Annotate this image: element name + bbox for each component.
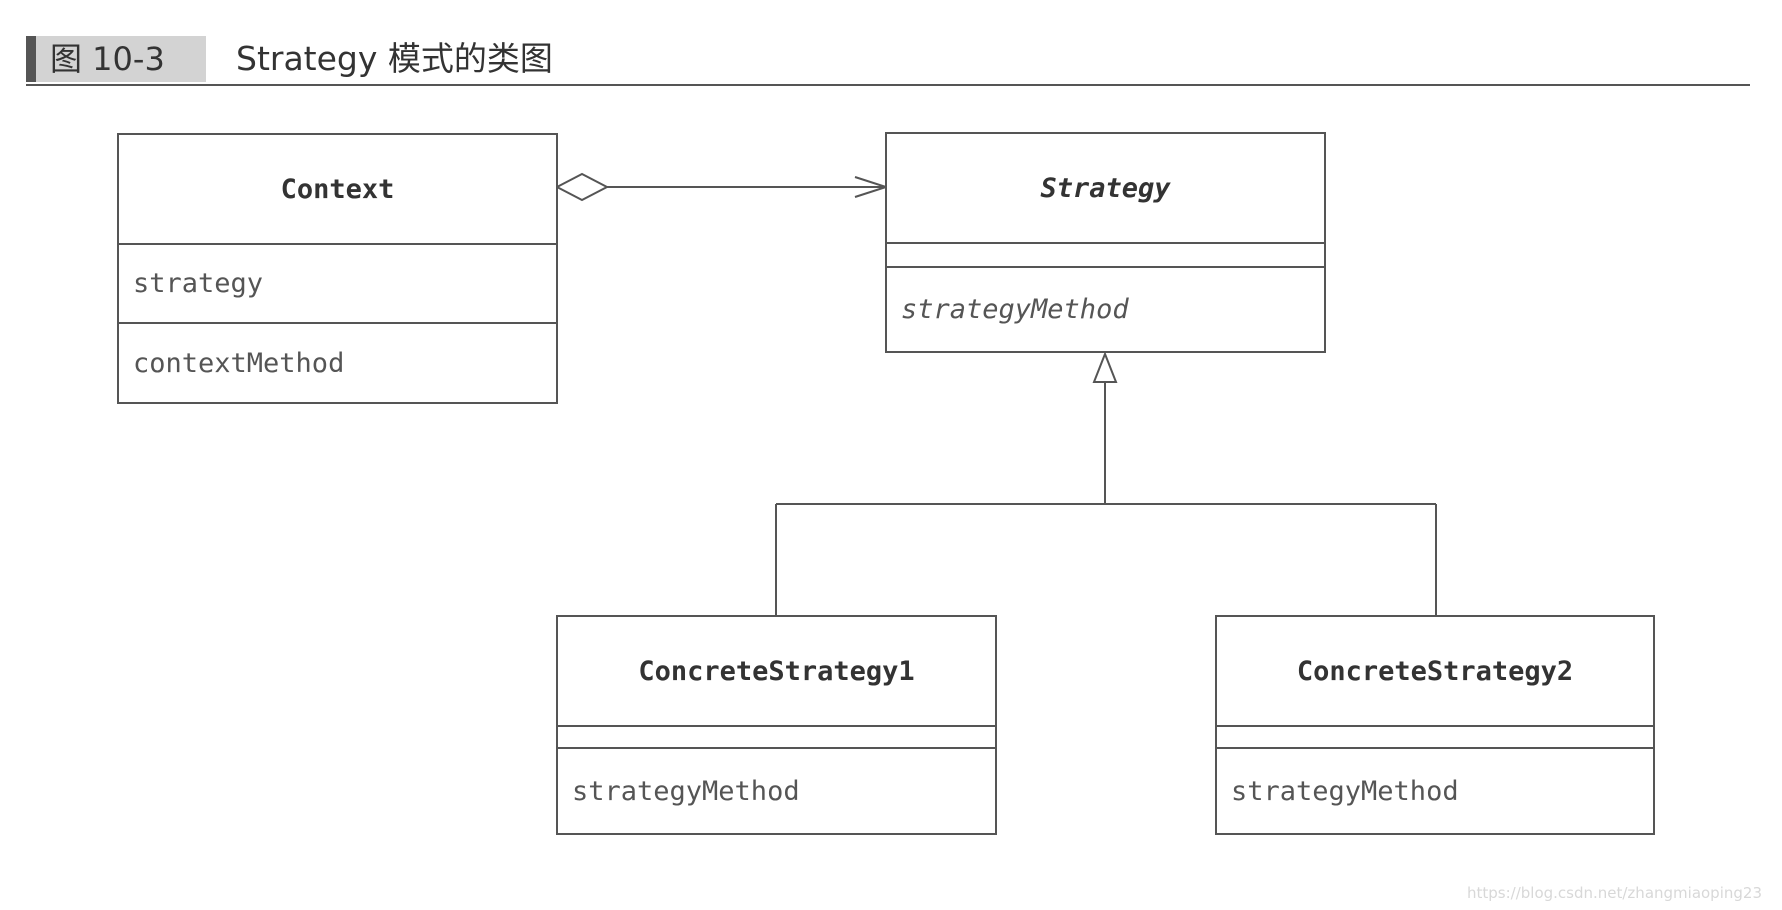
generalization-triangle xyxy=(1092,351,1118,383)
class-fields-empty xyxy=(558,727,995,749)
generalization-connector xyxy=(775,351,1437,616)
class-name: ConcreteStrategy1 xyxy=(558,617,995,727)
class-method: strategyMethod xyxy=(1231,775,1459,807)
header-accent-bar xyxy=(26,36,36,82)
figure-header: 图 10-3 Strategy 模式的类图 xyxy=(26,34,1750,86)
class-fields-empty xyxy=(1217,727,1653,749)
class-fields-empty xyxy=(887,244,1324,268)
class-concrete-strategy-2: ConcreteStrategy2 strategyMethod xyxy=(1215,615,1655,835)
watermark: https://blog.csdn.net/zhangmiaoping23 xyxy=(1466,884,1762,902)
aggregation-diamond xyxy=(554,172,610,202)
class-method: contextMethod xyxy=(133,347,345,379)
class-method: strategyMethod xyxy=(572,775,800,807)
class-context: Context strategy contextMethod xyxy=(117,133,558,404)
class-concrete-strategy-1: ConcreteStrategy1 strategyMethod xyxy=(556,615,997,835)
class-name: Strategy xyxy=(887,134,1324,244)
class-name: Context xyxy=(119,135,556,245)
class-name: ConcreteStrategy2 xyxy=(1217,617,1653,727)
aggregation-connector xyxy=(554,172,890,202)
class-field: strategy xyxy=(119,245,556,324)
figure-title: Strategy 模式的类图 xyxy=(236,39,553,78)
class-strategy: Strategy strategyMethod xyxy=(885,132,1326,353)
class-method: strategyMethod xyxy=(901,294,1129,325)
figure-label: 图 10-3 xyxy=(36,36,206,82)
